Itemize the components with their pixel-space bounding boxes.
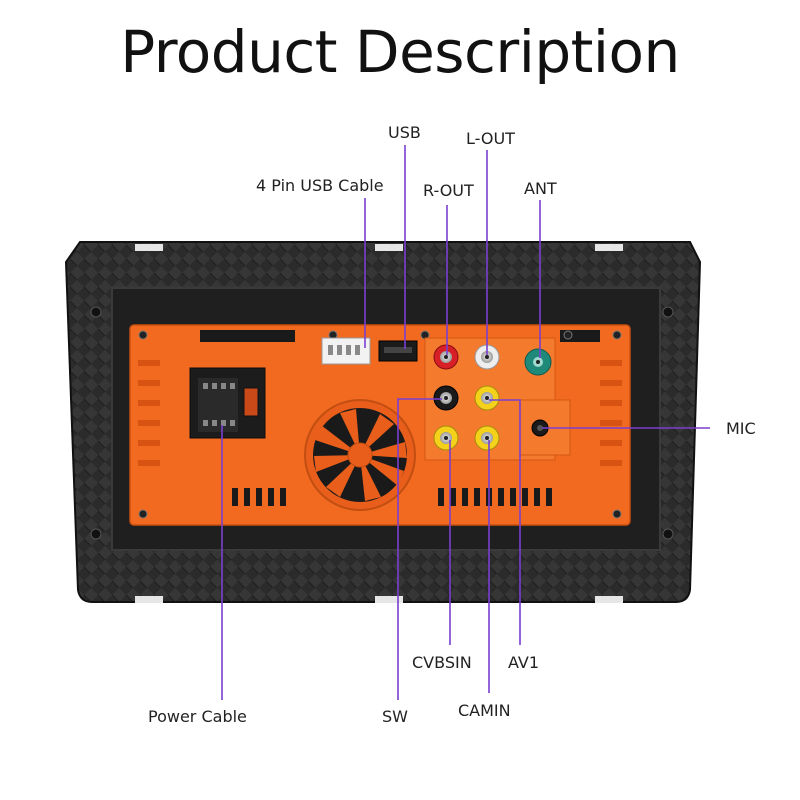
leader-sw bbox=[397, 398, 442, 700]
label-ant: ANT bbox=[524, 179, 557, 198]
leader-lines bbox=[221, 145, 710, 700]
label-camin: CAMIN bbox=[458, 701, 511, 720]
usb-cable-connector bbox=[321, 337, 371, 365]
leader-av1 bbox=[489, 399, 521, 645]
rca-cvbsin bbox=[433, 425, 459, 451]
usb-port bbox=[378, 340, 418, 362]
page-title: Product Description bbox=[120, 18, 680, 86]
board-screws bbox=[138, 330, 622, 519]
cooling-fan bbox=[304, 399, 416, 511]
label-cvbsin: CVBSIN bbox=[412, 653, 472, 672]
frame-screws bbox=[90, 306, 674, 540]
rca-av1 bbox=[474, 385, 500, 411]
label-usb-cable: 4 Pin USB Cable bbox=[256, 176, 384, 195]
label-r-out: R-OUT bbox=[423, 181, 474, 200]
frame-clips bbox=[135, 244, 623, 603]
label-av1: AV1 bbox=[508, 653, 540, 672]
power-connector bbox=[189, 367, 266, 439]
antenna-port bbox=[524, 348, 552, 376]
rca-sw bbox=[433, 385, 459, 411]
label-usb: USB bbox=[388, 123, 421, 142]
label-power-cable: Power Cable bbox=[148, 707, 247, 726]
label-sw: SW bbox=[382, 707, 408, 726]
rca-camin bbox=[474, 425, 500, 451]
rca-r-out bbox=[433, 344, 459, 370]
label-l-out: L-OUT bbox=[466, 129, 515, 148]
board-ribs bbox=[138, 360, 622, 466]
label-mic: MIC bbox=[726, 419, 756, 438]
